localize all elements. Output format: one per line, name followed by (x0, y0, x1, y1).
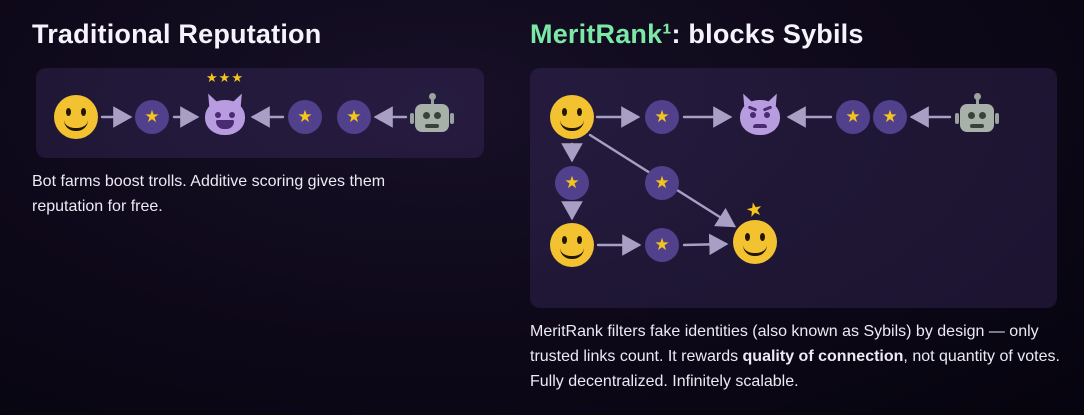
smiley-face-icon (54, 95, 98, 139)
meritrank-title: MeritRank¹: blocks Sybils (530, 19, 1060, 50)
crowned-smiley-face-icon (733, 220, 777, 264)
caption-text-after: , not quantity of votes. Fully decentral… (530, 347, 1060, 390)
meritrank-title-accent: MeritRank¹ (530, 19, 672, 49)
star-score-node: ★ (555, 166, 589, 200)
star-icon: ★ (297, 106, 313, 127)
smiley-face-icon (550, 223, 594, 267)
star-score-node: ★ (337, 100, 371, 134)
caption-text-bold: quality of connection (742, 347, 904, 365)
devil-troll-icon (202, 91, 248, 137)
traditional-caption: Bot farms boost trolls. Additive scoring… (32, 173, 386, 215)
star-icon: ★ (144, 106, 160, 127)
star-score-node: ★ (288, 100, 322, 134)
star-icon: ★ (882, 106, 898, 127)
traditional-arrows (100, 106, 408, 128)
star-icon: ★ (346, 106, 362, 127)
meritrank-caption: MeritRank filters fake identities (also … (530, 320, 1060, 394)
star-score-node: ★ (645, 228, 679, 262)
traditional-diagram: ★ ★★★ ★ ★ (36, 68, 484, 158)
star-icon: ★ (564, 172, 580, 193)
star-icon: ★ (654, 172, 670, 193)
robot-bot-icon (410, 93, 454, 139)
meritrank-diagram: ★ ★ ★ ★ ★ ★ ★ (530, 68, 1057, 308)
star-icon: ★ (654, 106, 670, 127)
traditional-title: Traditional Reputation (32, 19, 322, 49)
meritrank-section: MeritRank¹: blocks Sybils (530, 0, 1060, 390)
robot-bot-icon (955, 93, 999, 139)
star-icon: ★ (845, 106, 861, 127)
crown-star-icon: ★ (743, 197, 766, 223)
traditional-section: Traditional Reputation ★ ★★★ ★ (32, 0, 492, 215)
meritrank-title-rest: : blocks Sybils (671, 19, 864, 49)
star-score-node: ★ (645, 166, 679, 200)
angry-devil-troll-icon (737, 91, 783, 137)
smiley-face-icon (550, 95, 594, 139)
caption-text-before: MeritRank filters fake identities (also … (530, 323, 1039, 365)
star-score-node: ★ (836, 100, 870, 134)
star-score-node: ★ (135, 100, 169, 134)
star-icon: ★ (654, 234, 670, 255)
triple-stars-badge: ★★★ (206, 71, 244, 86)
star-score-node: ★ (873, 100, 907, 134)
star-score-node: ★ (645, 100, 679, 134)
